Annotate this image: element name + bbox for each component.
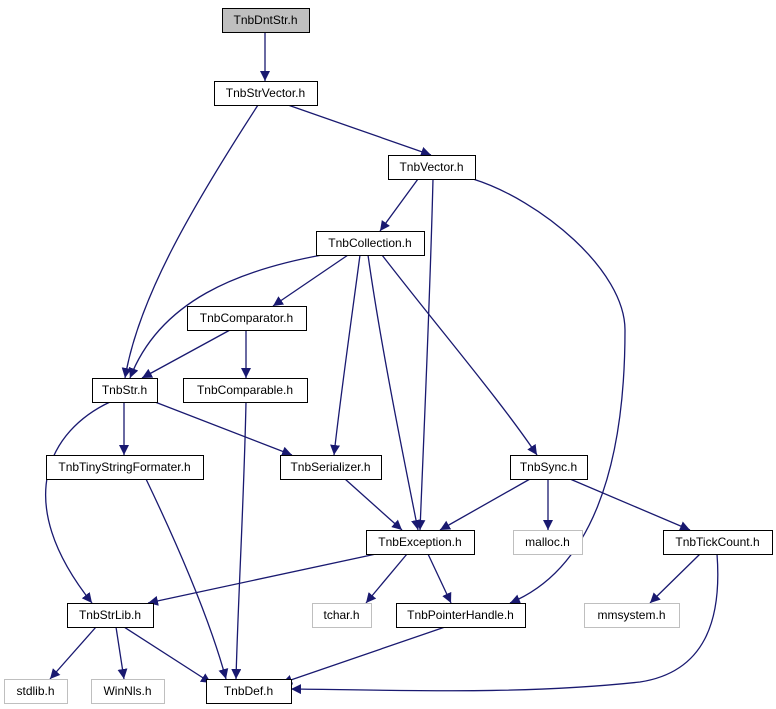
- edge-ser-to-exc: [344, 478, 403, 531]
- node-tchar[interactable]: tchar.h: [312, 603, 372, 628]
- edge-vec-to-coll: [379, 178, 419, 232]
- edge-coll-to-sync: [381, 254, 538, 456]
- edge-coll-to-ser: [330, 254, 361, 456]
- edge-tick-to-mmsys: [649, 553, 701, 604]
- node-box: [366, 530, 475, 555]
- node-dnt[interactable]: TnbDntStr.h: [222, 8, 310, 33]
- nodes-layer: TnbDntStr.hTnbStrVector.hTnbVector.hTnbC…: [4, 8, 773, 704]
- edge-vec-to-exc: [415, 178, 434, 531]
- node-label: mmsystem.h: [597, 608, 665, 622]
- node-tick[interactable]: TnbTickCount.h: [663, 530, 773, 555]
- node-label: TnbPointerHandle.h: [407, 608, 514, 622]
- edge-vec-to-ptr: [472, 178, 626, 604]
- node-label: TnbComparable.h: [197, 383, 293, 397]
- node-label: malloc.h: [525, 535, 570, 549]
- node-comparator[interactable]: TnbComparator.h: [187, 306, 307, 331]
- edge-sync-to-exc: [439, 478, 531, 531]
- node-box: [396, 603, 526, 628]
- edge-sync-to-tick: [569, 478, 691, 531]
- node-box: [92, 378, 158, 403]
- node-box: [183, 378, 308, 403]
- node-label: TnbSync.h: [520, 460, 577, 474]
- node-box: [663, 530, 773, 555]
- node-box: [316, 231, 425, 256]
- edge-coll-to-str: [128, 254, 323, 379]
- edge-str-to-ser: [154, 401, 293, 457]
- node-vec[interactable]: TnbVector.h: [388, 155, 476, 180]
- node-strlib[interactable]: TnbStrLib.h: [67, 603, 154, 628]
- node-label: TnbVector.h: [399, 160, 463, 174]
- node-box: [214, 81, 318, 106]
- node-box: [187, 306, 307, 331]
- node-box: [584, 603, 680, 628]
- node-strvec[interactable]: TnbStrVector.h: [214, 81, 318, 106]
- node-box: [67, 603, 154, 628]
- node-ser[interactable]: TnbSerializer.h: [280, 455, 382, 480]
- edge-coll-to-exc: [367, 254, 421, 531]
- node-str[interactable]: TnbStr.h: [92, 378, 158, 403]
- node-label: tchar.h: [323, 608, 359, 622]
- edge-tick-to-def: [290, 553, 719, 695]
- edge-comparator-to-str: [141, 329, 231, 379]
- node-sync[interactable]: TnbSync.h: [510, 455, 588, 480]
- node-malloc[interactable]: malloc.h: [513, 530, 583, 555]
- edge-exc-to-tchar: [365, 553, 408, 604]
- node-label: TnbDntStr.h: [233, 13, 297, 27]
- edge-ptr-to-def: [281, 626, 446, 685]
- edge-strvec-to-str: [121, 104, 259, 379]
- node-label: TnbTinyStringFormater.h: [58, 460, 190, 474]
- node-label: TnbTickCount.h: [675, 535, 759, 549]
- node-label: WinNls.h: [103, 684, 151, 698]
- node-winnls[interactable]: WinNls.h: [91, 679, 165, 704]
- node-coll[interactable]: TnbCollection.h: [316, 231, 425, 256]
- edge-strvec-to-vec: [287, 104, 432, 157]
- edge-str-to-strlib: [44, 401, 111, 604]
- node-label: stdlib.h: [16, 684, 54, 698]
- node-label: TnbStr.h: [102, 383, 147, 397]
- node-ptr[interactable]: TnbPointerHandle.h: [396, 603, 526, 628]
- node-box: [91, 679, 165, 704]
- node-box: [513, 530, 583, 555]
- edge-exc-to-ptr: [427, 553, 452, 604]
- node-mmsys[interactable]: mmsystem.h: [584, 603, 680, 628]
- edge-strlib-to-stdlib: [49, 626, 97, 680]
- node-box: [222, 8, 310, 33]
- node-label: TnbDef.h: [224, 684, 273, 698]
- node-exc[interactable]: TnbException.h: [366, 530, 475, 555]
- edge-comparable-to-def: [231, 401, 247, 680]
- node-box: [510, 455, 588, 480]
- edge-strlib-to-winnls: [115, 626, 128, 680]
- node-comparable[interactable]: TnbComparable.h: [183, 378, 308, 403]
- node-box: [46, 455, 204, 480]
- edges-layer: [44, 32, 719, 695]
- edge-tiny-to-def: [145, 478, 229, 680]
- edge-exc-to-strlib: [147, 553, 377, 606]
- node-box: [4, 679, 68, 704]
- node-def[interactable]: TnbDef.h: [206, 679, 292, 704]
- node-tiny[interactable]: TnbTinyStringFormater.h: [46, 455, 204, 480]
- node-stdlib[interactable]: stdlib.h: [4, 679, 68, 704]
- node-label: TnbException.h: [378, 535, 461, 549]
- node-label: TnbStrLib.h: [79, 608, 141, 622]
- node-label: TnbCollection.h: [328, 236, 411, 250]
- node-label: TnbSerializer.h: [290, 460, 370, 474]
- node-box: [388, 155, 476, 180]
- node-box: [206, 679, 292, 704]
- node-box: [312, 603, 372, 628]
- edge-strlib-to-def: [123, 626, 212, 684]
- edge-coll-to-comparator: [272, 254, 349, 307]
- node-box: [280, 455, 382, 480]
- node-label: TnbStrVector.h: [226, 86, 305, 100]
- node-label: TnbComparator.h: [200, 311, 293, 325]
